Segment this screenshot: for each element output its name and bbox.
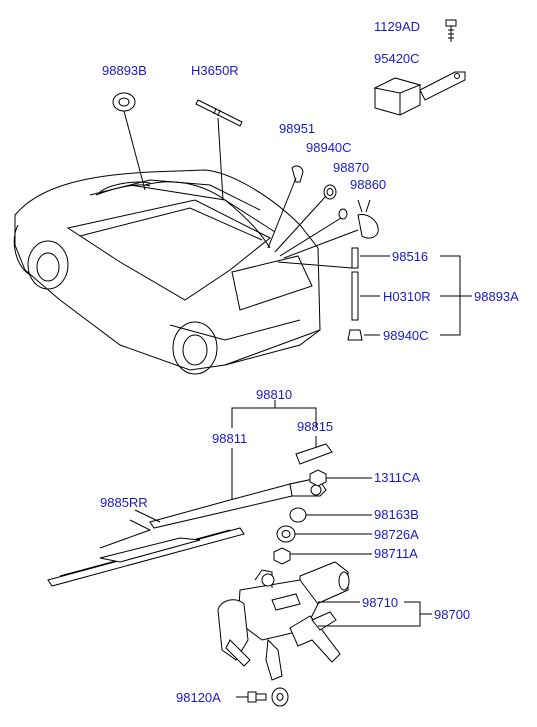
label-h0310r: H0310R bbox=[383, 289, 431, 304]
label-98700: 98700 bbox=[434, 607, 470, 622]
label-98893a: 98893A bbox=[474, 289, 519, 304]
bracket-lines-98893a bbox=[360, 255, 472, 336]
label-98810: 98810 bbox=[256, 387, 292, 402]
relay-95420c bbox=[373, 71, 466, 116]
label-98120a: 98120A bbox=[176, 690, 221, 705]
label-h3650r: H3650R bbox=[191, 63, 239, 78]
bolt-98120a bbox=[236, 687, 289, 707]
bracket-lines-98810 bbox=[231, 400, 317, 500]
wiper-motor-98710 bbox=[217, 561, 350, 681]
label-98516: 98516 bbox=[392, 249, 428, 264]
label-98811: 98811 bbox=[212, 431, 247, 446]
label-1311ca: 1311CA bbox=[374, 470, 420, 485]
label-98711a: 98711A bbox=[374, 546, 418, 561]
cap-98726a bbox=[276, 525, 296, 543]
grommet-98940c-top bbox=[323, 184, 337, 200]
label-98163b: 98163B bbox=[374, 507, 419, 522]
label-98940c-top: 98940C bbox=[306, 140, 352, 155]
label-1129ad: 1129AD bbox=[374, 19, 420, 34]
label-98860: 98860 bbox=[350, 177, 386, 192]
nozzle-98860 bbox=[357, 199, 379, 239]
grommet-98893b bbox=[112, 92, 136, 112]
hose-h3650r bbox=[195, 99, 243, 127]
label-98726a: 98726A bbox=[374, 527, 419, 542]
label-9885rr: 9885RR bbox=[100, 495, 148, 510]
label-95420c: 95420C bbox=[374, 51, 420, 66]
nut-98711a bbox=[273, 547, 291, 565]
connector-98951 bbox=[291, 165, 304, 183]
hose-set-98893a bbox=[347, 247, 363, 341]
label-98870: 98870 bbox=[333, 160, 369, 175]
leader-lines-arm bbox=[134, 477, 372, 555]
wiper-cap-98815 bbox=[295, 443, 333, 465]
car-body-illustration bbox=[13, 169, 321, 375]
label-98815: 98815 bbox=[297, 419, 333, 434]
leader-lines-motor bbox=[318, 601, 432, 627]
nut-1311ca bbox=[309, 469, 327, 487]
wiper-blade-9885rr bbox=[47, 519, 245, 587]
label-98940c-bottom: 98940C bbox=[383, 328, 429, 343]
bolt-1129ad bbox=[445, 19, 457, 42]
washer-98870 bbox=[338, 208, 348, 220]
label-98710: 98710 bbox=[362, 595, 398, 610]
label-98951: 98951 bbox=[279, 121, 315, 136]
leader-lines-roof bbox=[95, 110, 359, 269]
label-98893b: 98893B bbox=[102, 63, 147, 78]
washer-98163b bbox=[289, 507, 307, 523]
